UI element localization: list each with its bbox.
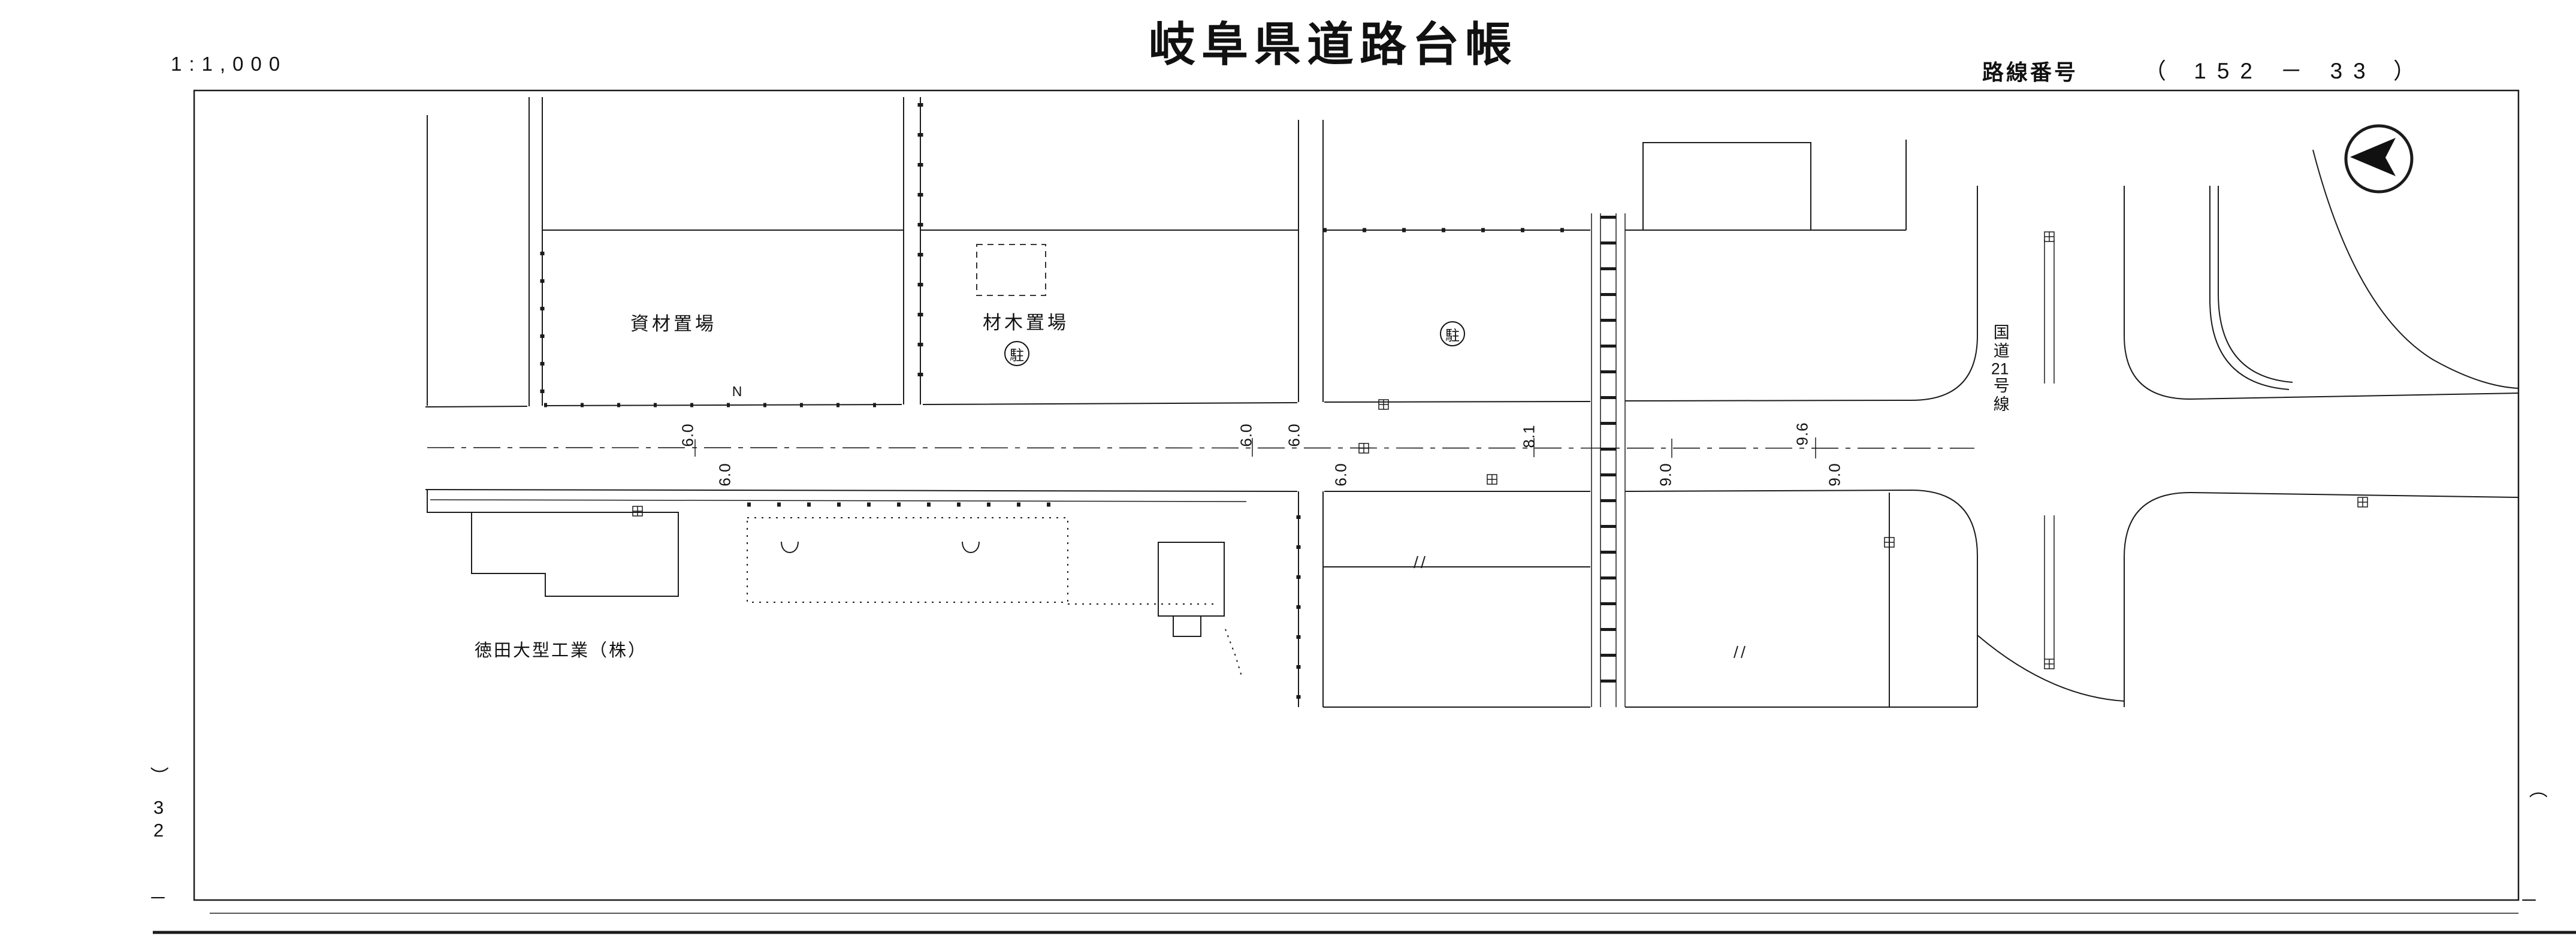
dimension-label: 9.0: [1825, 463, 1844, 487]
route21-suffix: 号線: [1991, 377, 2009, 414]
canal: [1591, 213, 1626, 707]
dimension-label: 6.0: [1331, 463, 1350, 487]
dimension-label: 9.6: [1793, 422, 1811, 446]
vegetation-symbols: [781, 541, 1745, 659]
left-margin-digit: 2: [153, 820, 164, 841]
dimension-label: 6.0: [1237, 423, 1255, 447]
parking-circle-icon: 駐: [1004, 341, 1029, 366]
page-title: 岐阜県道路台帳: [1148, 18, 1518, 71]
left-margin-digit: 3: [153, 797, 164, 818]
dimension-label: 6.0: [715, 463, 734, 487]
dimension-label: 9.0: [1656, 463, 1675, 487]
dimension-label: 8.1: [1520, 424, 1538, 448]
parcel-boundaries: [427, 115, 1977, 708]
main-road: [425, 400, 1975, 507]
route-number-value: （ 152 － 33 ）: [2144, 59, 2427, 83]
left-margin-paren: ）: [148, 766, 169, 785]
parking-circle-text: 駐: [1010, 347, 1024, 364]
label-route21: 国道21号線: [1991, 324, 2009, 455]
parking-circle-icon: 駐: [1440, 321, 1465, 346]
label-north-mark: N: [732, 384, 742, 399]
dimension-label: 6.0: [1285, 423, 1303, 447]
route21-prefix: 国道: [1991, 324, 2009, 361]
dimension-label: 6.0: [678, 423, 697, 447]
right-margin-paren: （: [2527, 780, 2548, 798]
benchmark-symbols: [632, 231, 2368, 669]
route21-road: [1911, 149, 2519, 707]
cross-streets: [529, 97, 1324, 707]
label-material-yard: 資材置場: [630, 313, 717, 334]
label-company: 徳田大型工業（株）: [475, 641, 648, 660]
map-frame: [153, 89, 2576, 934]
route-number-label: 路線番号: [1982, 60, 2079, 84]
parking-circle-text: 駐: [1445, 327, 1460, 344]
route21-number: 21: [1991, 361, 2009, 377]
right-margin-dash: －: [2520, 890, 2538, 911]
left-margin-dash: －: [149, 888, 167, 909]
label-timber-yard: 材木置場: [983, 312, 1069, 333]
scale-text: 1:1,000: [171, 53, 288, 75]
buildings: [471, 142, 1811, 637]
north-arrow-icon: [2344, 124, 2414, 194]
